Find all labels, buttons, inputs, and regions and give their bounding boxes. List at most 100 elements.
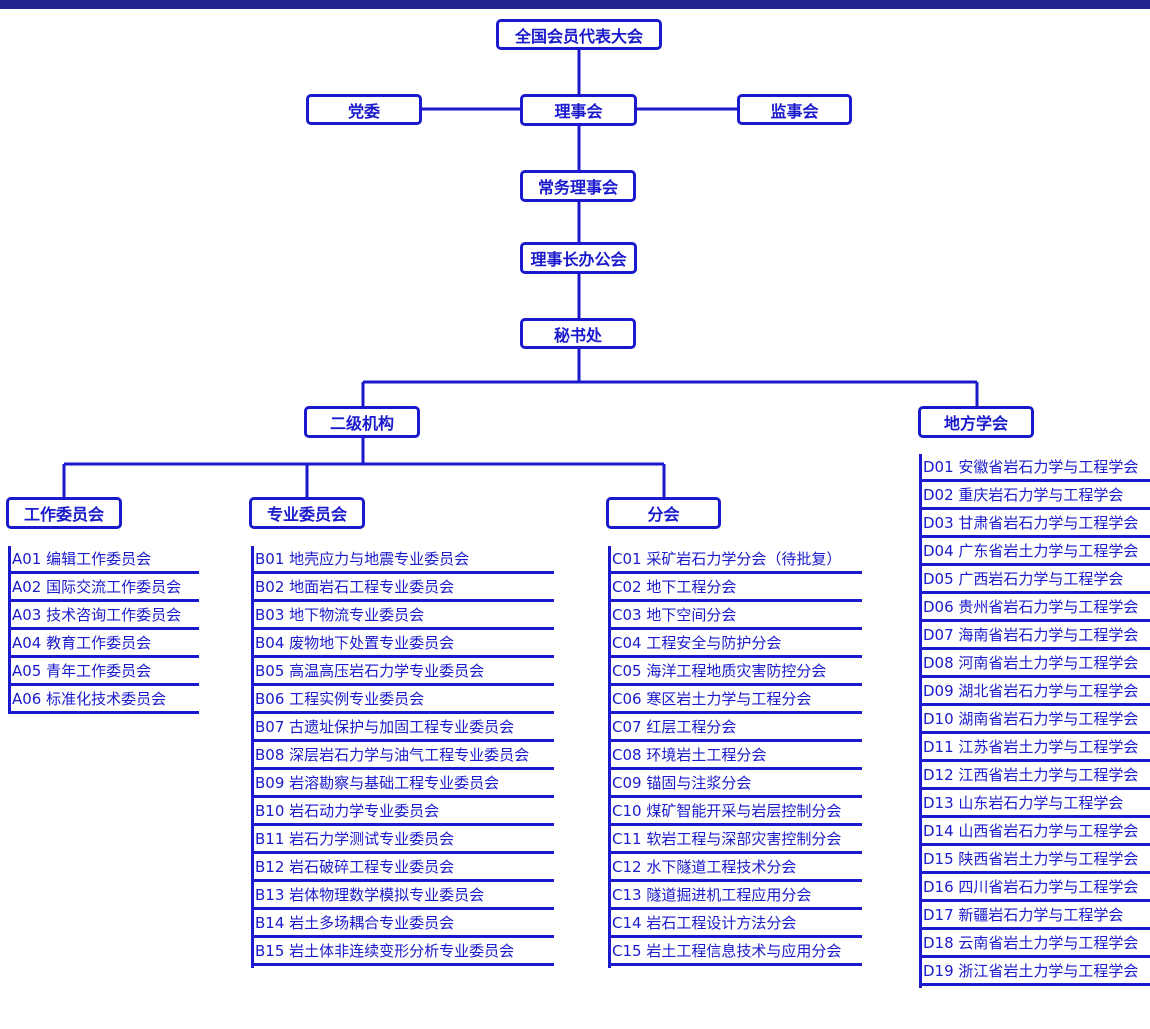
list-item[interactable]: C15 岩土工程信息技术与应用分会 (608, 938, 862, 966)
list-item[interactable]: B05 高温高压岩石力学专业委员会 (251, 658, 554, 686)
item-name: 四川省岩石力学与工程学会 (958, 878, 1139, 896)
list-item[interactable]: C10 煤矿智能开采与岩层控制分会 (608, 798, 862, 826)
list-item[interactable]: A04 教育工作委员会 (8, 630, 199, 658)
list-item[interactable]: C02 地下工程分会 (608, 574, 862, 602)
node-secondary-institutions[interactable]: 二级机构 (304, 406, 420, 438)
list-item[interactable]: B11 岩石力学测试专业委员会 (251, 826, 554, 854)
item-code: C05 (612, 662, 642, 680)
list-item[interactable]: C06 寒区岩土力学与工程分会 (608, 686, 862, 714)
list-item[interactable]: B15 岩土体非连续变形分析专业委员会 (251, 938, 554, 966)
node-work-committees[interactable]: 工作委员会 (6, 497, 122, 529)
list-item[interactable]: D11 江苏省岩土力学与工程学会 (919, 734, 1150, 762)
item-name: 岩石力学测试专业委员会 (289, 830, 455, 848)
item-name: 软岩工程与深部灾害控制分会 (646, 830, 842, 848)
node-professional-committees[interactable]: 专业委员会 (249, 497, 365, 529)
item-name: 地面岩石工程专业委员会 (289, 578, 455, 596)
list-item[interactable]: C12 水下隧道工程技术分会 (608, 854, 862, 882)
list-item[interactable]: D09 湖北省岩石力学与工程学会 (919, 678, 1150, 706)
list-item[interactable]: C08 环境岩土工程分会 (608, 742, 862, 770)
item-name: 红层工程分会 (646, 718, 737, 736)
item-name: 工程安全与防护分会 (646, 634, 782, 652)
node-branches[interactable]: 分会 (606, 497, 721, 529)
list-item[interactable]: D10 湖南省岩石力学与工程学会 (919, 706, 1150, 734)
list-item[interactable]: B06 工程实例专业委员会 (251, 686, 554, 714)
list-item[interactable]: D03 甘肃省岩石力学与工程学会 (919, 510, 1150, 538)
node-congress[interactable]: 全国会员代表大会 (496, 19, 662, 50)
item-name: 隧道掘进机工程应用分会 (646, 886, 812, 904)
list-item[interactable]: B14 岩土多场耦合专业委员会 (251, 910, 554, 938)
list-item[interactable]: B02 地面岩石工程专业委员会 (251, 574, 554, 602)
list-item[interactable]: B12 岩石破碎工程专业委员会 (251, 854, 554, 882)
list-item[interactable]: C01 采矿岩石力学分会（待批复） (608, 546, 862, 574)
list-item[interactable]: B07 古遗址保护与加固工程专业委员会 (251, 714, 554, 742)
item-name: 国际交流工作委员会 (46, 578, 182, 596)
list-item[interactable]: C13 隧道掘进机工程应用分会 (608, 882, 862, 910)
item-code: C07 (612, 718, 642, 736)
list-item[interactable]: C09 锚固与注浆分会 (608, 770, 862, 798)
list-item[interactable]: D18 云南省岩土力学与工程学会 (919, 930, 1150, 958)
list-item[interactable]: D02 重庆岩石力学与工程学会 (919, 482, 1150, 510)
item-code: B03 (255, 606, 285, 624)
list-item[interactable]: C07 红层工程分会 (608, 714, 862, 742)
item-code: B01 (255, 550, 285, 568)
list-item[interactable]: D12 江西省岩土力学与工程学会 (919, 762, 1150, 790)
node-chairman-office[interactable]: 理事长办公会 (520, 242, 637, 274)
item-code: B05 (255, 662, 285, 680)
node-secretariat[interactable]: 秘书处 (520, 318, 636, 349)
node-supervisory-board[interactable]: 监事会 (737, 94, 852, 125)
list-item[interactable]: D06 贵州省岩石力学与工程学会 (919, 594, 1150, 622)
list-item[interactable]: D07 海南省岩石力学与工程学会 (919, 622, 1150, 650)
item-name: 海洋工程地质灾害防控分会 (646, 662, 827, 680)
item-code: D17 (923, 906, 954, 924)
list-item[interactable]: D05 广西岩石力学与工程学会 (919, 566, 1150, 594)
list-item[interactable]: A01 编辑工作委员会 (8, 546, 199, 574)
item-code: C13 (612, 886, 642, 904)
list-item[interactable]: B08 深层岩石力学与油气工程专业委员会 (251, 742, 554, 770)
node-local-societies[interactable]: 地方学会 (918, 406, 1034, 438)
list-item[interactable]: D15 陕西省岩土力学与工程学会 (919, 846, 1150, 874)
list-item[interactable]: B10 岩石动力学专业委员会 (251, 798, 554, 826)
list-item[interactable]: C05 海洋工程地质灾害防控分会 (608, 658, 862, 686)
list-item[interactable]: B04 废物地下处置专业委员会 (251, 630, 554, 658)
list-item[interactable]: D13 山东岩石力学与工程学会 (919, 790, 1150, 818)
list-item[interactable]: D16 四川省岩石力学与工程学会 (919, 874, 1150, 902)
item-code: C04 (612, 634, 642, 652)
node-party-committee[interactable]: 党委 (306, 94, 422, 125)
list-item[interactable]: D17 新疆岩石力学与工程学会 (919, 902, 1150, 930)
list-item[interactable]: D14 山西省岩石力学与工程学会 (919, 818, 1150, 846)
item-code: B15 (255, 942, 285, 960)
item-name: 地下工程分会 (646, 578, 737, 596)
item-name: 陕西省岩土力学与工程学会 (958, 850, 1139, 868)
item-name: 工程实例专业委员会 (289, 690, 425, 708)
list-item[interactable]: B09 岩溶勘察与基础工程专业委员会 (251, 770, 554, 798)
item-name: 地下空间分会 (646, 606, 737, 624)
item-name: 教育工作委员会 (46, 634, 152, 652)
item-code: D07 (923, 626, 954, 644)
item-name: 云南省岩土力学与工程学会 (958, 934, 1139, 952)
list-item[interactable]: C14 岩石工程设计方法分会 (608, 910, 862, 938)
list-item[interactable]: C04 工程安全与防护分会 (608, 630, 862, 658)
item-code: B11 (255, 830, 285, 848)
list-item[interactable]: A06 标准化技术委员会 (8, 686, 199, 714)
item-code: C02 (612, 578, 642, 596)
list-item[interactable]: B13 岩体物理数学模拟专业委员会 (251, 882, 554, 910)
item-code: C06 (612, 690, 642, 708)
list-item[interactable]: D01 安徽省岩石力学与工程学会 (919, 454, 1150, 482)
node-council[interactable]: 理事会 (520, 94, 637, 126)
item-name: 岩土体非连续变形分析专业委员会 (289, 942, 515, 960)
list-item[interactable]: D19 浙江省岩土力学与工程学会 (919, 958, 1150, 986)
node-standing-council[interactable]: 常务理事会 (520, 170, 636, 202)
list-item[interactable]: A02 国际交流工作委员会 (8, 574, 199, 602)
list-item[interactable]: D04 广东省岩土力学与工程学会 (919, 538, 1150, 566)
list-item[interactable]: A05 青年工作委员会 (8, 658, 199, 686)
list-item[interactable]: C11 软岩工程与深部灾害控制分会 (608, 826, 862, 854)
item-name: 地壳应力与地震专业委员会 (289, 550, 470, 568)
list-item[interactable]: D08 河南省岩土力学与工程学会 (919, 650, 1150, 678)
list-item[interactable]: C03 地下空间分会 (608, 602, 862, 630)
item-code: B08 (255, 746, 285, 764)
list-item[interactable]: B03 地下物流专业委员会 (251, 602, 554, 630)
item-name: 编辑工作委员会 (46, 550, 152, 568)
list-item[interactable]: B01 地壳应力与地震专业委员会 (251, 546, 554, 574)
list-item[interactable]: A03 技术咨询工作委员会 (8, 602, 199, 630)
